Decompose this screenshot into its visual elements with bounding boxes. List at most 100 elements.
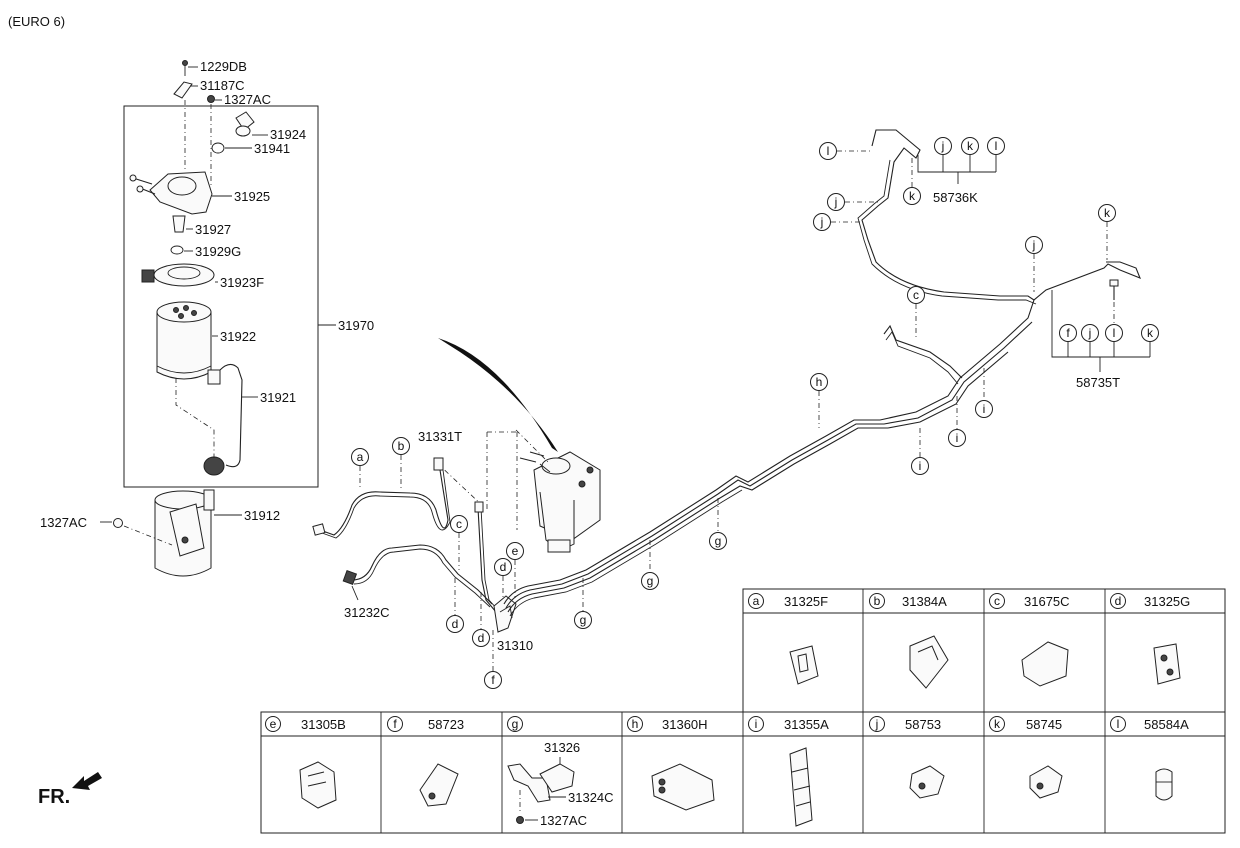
front-label: FR. — [38, 786, 70, 808]
clip-31675C-icon — [1021, 641, 1069, 687]
clip-31355A-icon — [789, 747, 813, 827]
variant-label: (EURO 6) — [8, 14, 65, 29]
front-tubes — [312, 457, 517, 633]
ref-d-left: d — [452, 617, 459, 631]
legend-letter: k — [994, 717, 1001, 731]
legend-part-number: 31325F — [784, 594, 828, 609]
callout-31941: 31941 — [254, 141, 290, 156]
legend-cell-g: g 31326 31324C 1327AC — [507, 716, 614, 828]
callout-31970: 31970 — [338, 318, 374, 333]
legend-cell-a: a 31325F — [748, 593, 828, 685]
callout-31331T: 31331T — [418, 429, 462, 444]
ref-j-right: j — [1032, 238, 1036, 252]
callout-31927: 31927 — [195, 222, 231, 237]
ref-k-1: k — [909, 189, 916, 203]
reference-callouts: a b 31331T c e d d d f 31232C 31310 — [344, 137, 1159, 689]
legend-part-number: 31675C — [1024, 594, 1070, 609]
legend-part-number: 31325G — [1144, 594, 1190, 609]
ref-l-upper: l — [827, 144, 830, 158]
mounting-bracket: 1327AC 31912 — [40, 489, 280, 577]
ref-g-1: g — [580, 613, 587, 627]
legend-letter: h — [632, 717, 639, 731]
ref-k-right: k — [1104, 206, 1111, 220]
front-arrow-icon — [72, 772, 102, 790]
ref-i-2: i — [956, 431, 959, 445]
legend-letter: j — [875, 717, 879, 731]
clip-58753-icon — [909, 765, 945, 799]
clip-58745-icon — [1029, 765, 1063, 799]
callout-31310: 31310 — [497, 638, 533, 653]
ref-a: a — [357, 450, 364, 464]
ref-e: e — [512, 544, 519, 558]
filter-assembly: 1229DB 31187C 1327AC 31924 31941 31925 — [123, 59, 374, 488]
clip-31305B-icon — [299, 761, 337, 809]
legend-letter: e — [270, 717, 277, 731]
legend-cell-j: j 58753 — [869, 716, 945, 799]
water-sensor-icon — [175, 363, 243, 476]
legend-part-number: 31360H — [662, 717, 708, 732]
bracket-31324C-icon — [507, 763, 551, 803]
grommet-58584A-icon — [1155, 768, 1173, 801]
callout-31925: 31925 — [234, 189, 270, 204]
ref-c: c — [456, 517, 462, 531]
legend-cell-l: l 58584A — [1110, 716, 1189, 801]
legend-letter: g — [512, 717, 519, 731]
clip-31325F-icon — [789, 645, 819, 685]
ref-f-58735T: f — [1066, 326, 1070, 340]
ref-i-1: i — [919, 459, 922, 473]
ref-j-1: j — [834, 195, 838, 209]
callout-31921: 31921 — [260, 390, 296, 405]
front-direction-indicator: FR. — [38, 772, 102, 808]
nut-icon — [207, 95, 215, 103]
legend-part-number: 58723 — [428, 717, 464, 732]
legend-letter: c — [994, 594, 1000, 608]
callout-1229DB: 1229DB — [200, 59, 247, 74]
ref-g-2: g — [647, 574, 654, 588]
ref-d-lower: d — [478, 631, 485, 645]
legend-g-sub-31324C: 31324C — [568, 790, 614, 805]
seal-ring-icon — [170, 245, 184, 255]
legend-g-sub-1327AC: 1327AC — [540, 813, 587, 828]
fuel-pump-module-icon — [519, 451, 601, 553]
legend-letter: l — [1117, 717, 1120, 731]
legend-cell-e: e 31305B — [265, 716, 346, 809]
o-ring-icon — [211, 142, 225, 154]
legend-cell-f: f 58723 — [387, 716, 464, 807]
legend-letter: a — [753, 594, 760, 608]
ref-h: h — [816, 375, 823, 389]
legend-letter: b — [874, 594, 881, 608]
legend-part-number: 58745 — [1026, 717, 1062, 732]
clip-31326-icon — [539, 763, 575, 793]
legend-letter: i — [755, 717, 758, 731]
clip-31384A-icon — [909, 635, 949, 689]
bolt-icon — [182, 60, 188, 66]
callout-31232C: 31232C — [344, 605, 390, 620]
legend-part-number: 31384A — [902, 594, 947, 609]
legend-letter: f — [393, 717, 397, 731]
legend-cell-d: d 31325G — [1110, 593, 1190, 685]
callout-31923F: 31923F — [220, 275, 264, 290]
ref-b: b — [398, 439, 405, 453]
legend-cell-k: k 58745 — [989, 716, 1063, 799]
nut-icon — [516, 816, 524, 824]
legend-cell-h: h 31360H — [627, 716, 715, 811]
legend-letter: d — [1115, 594, 1122, 608]
bracket-plate-icon — [173, 81, 193, 99]
callout-58736K: 58736K — [933, 190, 978, 205]
legend-cell-i: i 31355A — [748, 716, 829, 827]
ref-l-58735T: l — [1113, 326, 1116, 340]
callout-31187C: 31187C — [200, 78, 245, 93]
legend-cell-c: c 31675C — [989, 593, 1070, 687]
callout-31922: 31922 — [220, 329, 256, 344]
callout-31912: 31912 — [244, 508, 280, 523]
legend-cell-b: b 31384A — [869, 593, 949, 689]
filter-assembly-frame — [123, 105, 319, 488]
ref-k-58735T: k — [1147, 326, 1154, 340]
callout-31924: 31924 — [270, 127, 306, 142]
callout-1327AC-left: 1327AC — [40, 515, 87, 530]
callout-1327AC-top: 1327AC — [224, 92, 271, 107]
ref-j-2: j — [820, 215, 824, 229]
ref-g-3: g — [715, 534, 722, 548]
legend-table: a 31325F b 31384A c 31675C d 31325G e — [260, 588, 1226, 834]
